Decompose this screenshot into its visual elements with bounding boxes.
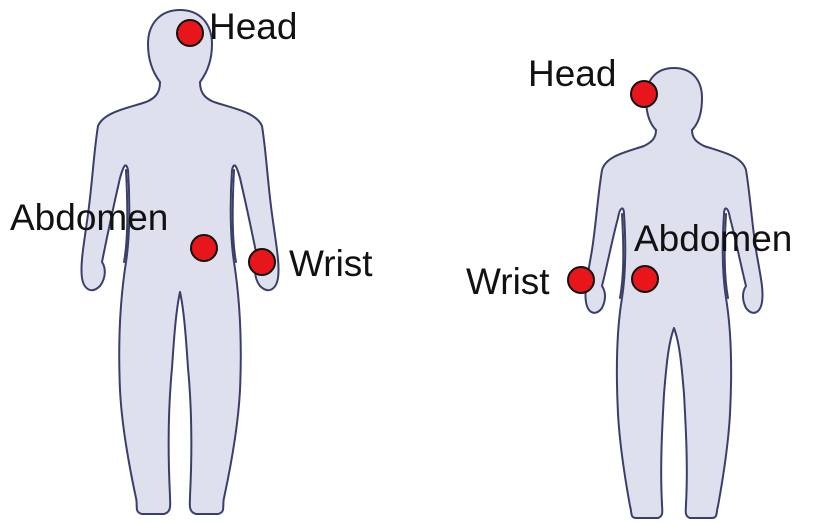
abdomen-marker [191,235,217,261]
wrist-marker [568,267,594,293]
wrist-label: Wrist [466,261,550,302]
figure-right: Head Abdomen Wrist [466,53,792,518]
head-marker [177,20,203,46]
body-silhouette-right [585,68,762,518]
head-marker [631,81,657,107]
abdomen-marker [632,266,658,292]
arm-contour-left-2 [233,170,236,262]
abdomen-label: Abdomen [10,197,168,238]
figure-left: Head Abdomen Wrist [10,6,373,514]
abdomen-label: Abdomen [634,218,792,259]
head-label: Head [209,6,297,47]
wrist-label: Wrist [289,243,373,284]
head-label: Head [528,53,616,94]
wrist-marker [249,249,275,275]
